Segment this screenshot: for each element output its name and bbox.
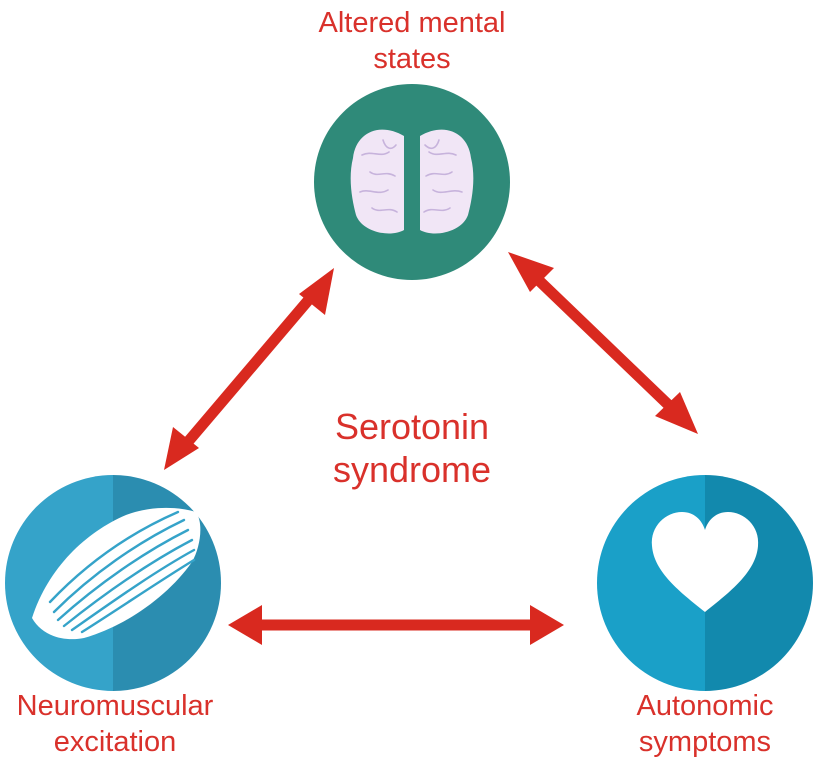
node-top-circle xyxy=(314,84,510,280)
label-line: excitation xyxy=(53,726,177,758)
label-line: Neuromuscular xyxy=(16,690,214,722)
label-line: states xyxy=(373,43,451,75)
label-line: Altered mental xyxy=(318,7,506,39)
brain-icon xyxy=(350,129,474,234)
label-autonomic-symptoms: Autonomic symptoms xyxy=(600,688,810,760)
label-neuromuscular-excitation: Neuromuscular excitation xyxy=(0,688,230,760)
arrow-top-right xyxy=(508,252,698,434)
label-line: symptoms xyxy=(638,726,772,758)
label-line: syndrome xyxy=(332,449,492,490)
label-altered-mental-states: Altered mental states xyxy=(262,5,562,77)
arrow-top-left xyxy=(164,268,334,470)
label-line: Autonomic xyxy=(636,690,774,722)
arrow-bottom xyxy=(228,605,564,645)
muscle-icon xyxy=(32,507,201,640)
node-autonomic-symptoms xyxy=(597,475,813,691)
node-neuromuscular-excitation xyxy=(5,475,221,691)
node-altered-mental-states xyxy=(314,84,510,280)
heart-icon xyxy=(651,512,759,612)
label-line: Serotonin xyxy=(334,406,490,447)
label-serotonin-syndrome: Serotonin syndrome xyxy=(262,405,562,491)
